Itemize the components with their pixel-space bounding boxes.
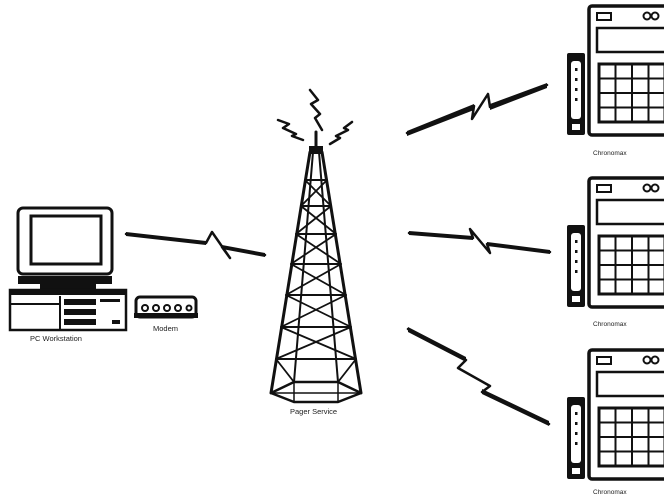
pc-workstation-icon (8, 206, 128, 332)
chronomax-device-3-label: Chronomax (593, 489, 627, 496)
pager-service-label: Pager Service (290, 407, 337, 416)
chronomax-device-3-icon (565, 348, 664, 481)
pc-workstation-label: PC Workstation (30, 334, 82, 343)
modem-icon (134, 295, 198, 319)
link-tower-device-3 (406, 327, 551, 426)
chronomax-device-2-icon (565, 176, 664, 309)
modem-label: Modem (153, 324, 178, 333)
chronomax-device-2-label: Chronomax (593, 321, 627, 328)
radio-tower-icon (269, 88, 363, 404)
chronomax-device-1-label: Chronomax (593, 150, 627, 157)
chronomax-device-1-icon (565, 4, 664, 137)
